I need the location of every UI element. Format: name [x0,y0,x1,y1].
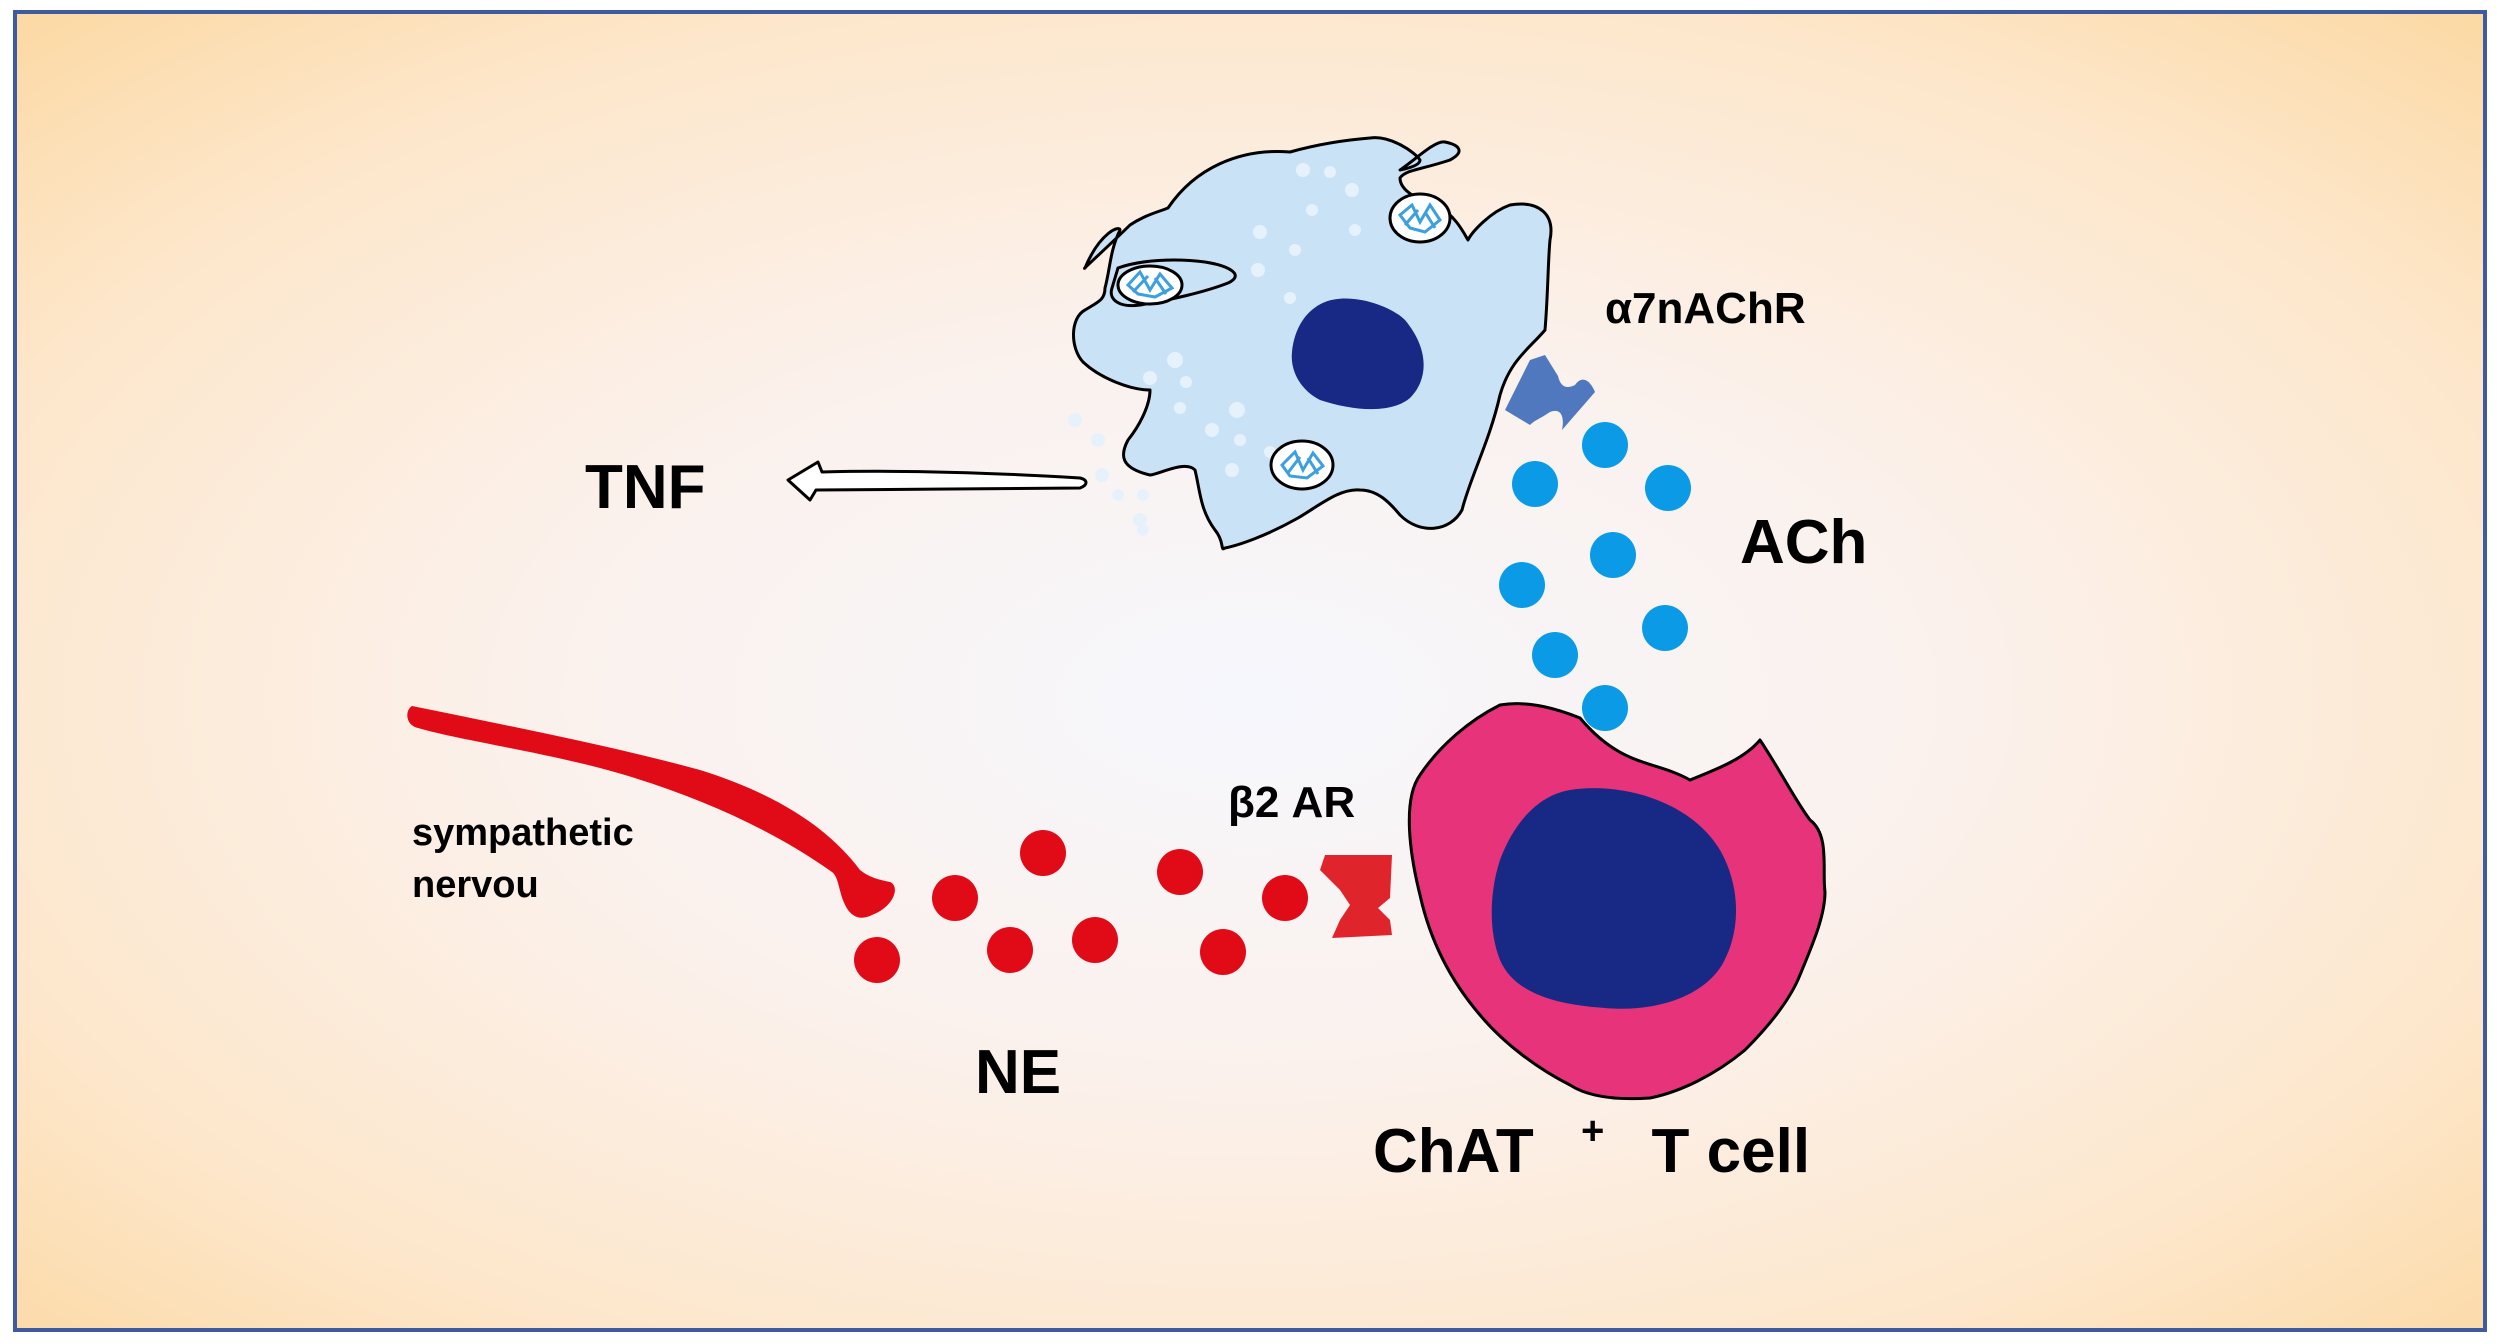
chat-label-main: ChAT [1373,1117,1534,1186]
ne-particle [987,927,1033,973]
macrophage [1068,136,1553,551]
ach-particle [1582,685,1628,731]
beta2-ar-receptor [1320,855,1392,938]
macrophage-granule-left [1116,264,1184,306]
chat-t-cell-label: ChAT + T cell [1373,1089,1810,1186]
sympathetic-label-line1: sympathetic [412,812,634,854]
ach-particle [1642,605,1688,651]
ne-particle [932,875,978,921]
ne-particles [854,830,1308,983]
ach-particle [1532,632,1578,678]
ne-particle [1157,849,1203,895]
t-cell-nucleus [1491,788,1737,1009]
ne-particle [1020,830,1066,876]
ach-particle [1645,465,1691,511]
ach-particles [1499,422,1691,731]
ne-particle [1262,875,1308,921]
ach-label: ACh [1740,508,1867,577]
chat-label-plus: + [1581,1109,1604,1153]
ach-particle [1499,562,1545,608]
ach-particle [1582,422,1628,468]
tnf-label: TNF [585,453,706,522]
macrophage-cytoplasm-dots [1143,163,1361,477]
alpha7-nachr-label: α7nAChR [1605,284,1806,333]
chat-label-tail: T cell [1652,1117,1811,1186]
secreted-vesicles [1068,413,1149,536]
ne-particle [1200,929,1246,975]
ne-particle [854,937,900,983]
macrophage-granule-top-right [1388,192,1452,244]
chat-t-cell [1407,702,1827,1101]
beta2-ar-label: β2 AR [1228,778,1355,827]
sympathetic-nerve [407,706,895,918]
macrophage-granule-bottom [1269,439,1335,491]
ne-particle [1072,917,1118,963]
sympathetic-label-line2: nervou [412,864,539,906]
ach-particle [1590,532,1636,578]
ach-particle [1512,461,1558,507]
alpha7-nachr-receptor [1505,355,1595,430]
ne-label: NE [975,1038,1061,1107]
tnf-arrow [786,460,1088,502]
macrophage-nucleus [1291,298,1424,410]
